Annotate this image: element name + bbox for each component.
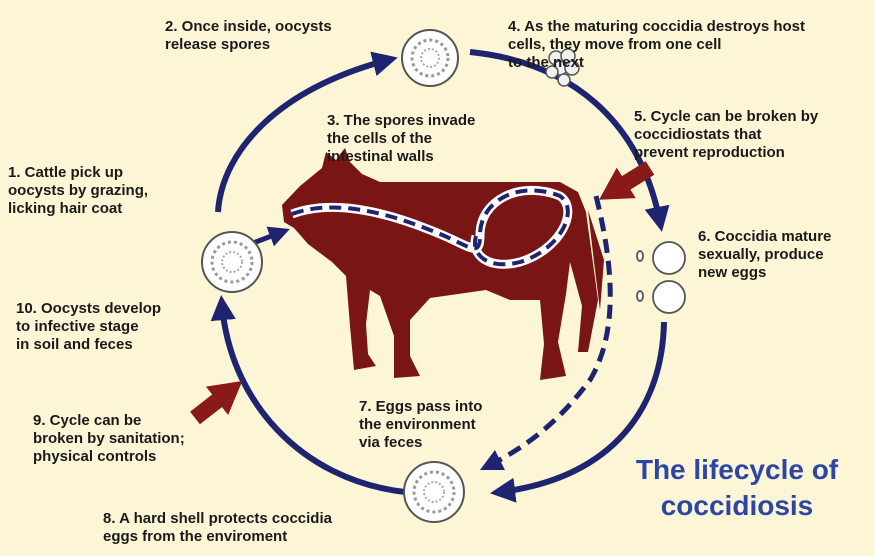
hard-shell-egg — [404, 462, 464, 522]
step-7-label: 7. Eggs pass into the environment via fe… — [359, 398, 482, 452]
step-5-label: 5. Cycle can be broken by coccidiostats … — [634, 108, 818, 162]
diagram-title: The lifecycle of coccidiosis — [617, 452, 857, 524]
spore-circle — [402, 30, 458, 86]
step-9-label: 9. Cycle can be broken by sanitation; ph… — [33, 412, 185, 466]
step-2-label: 2. Once inside, oocysts release spores — [165, 18, 332, 54]
oocyst-infective — [202, 232, 262, 292]
step-4-label: 4. As the maturing coccidia destroys hos… — [508, 18, 805, 72]
step-6-label: 6. Coccidia mature sexually, produce new… — [698, 228, 831, 282]
step-8-label: 8. A hard shell protects coccidia eggs f… — [103, 510, 332, 546]
step-10-label: 10. Oocysts develop to infective stage i… — [16, 300, 161, 354]
step-1-label: 1. Cattle pick up oocysts by grazing, li… — [8, 164, 148, 218]
step-3-label: 3. The spores invade the cells of the in… — [327, 112, 475, 166]
cow-silhouette — [282, 148, 604, 380]
new-eggs — [637, 242, 685, 313]
